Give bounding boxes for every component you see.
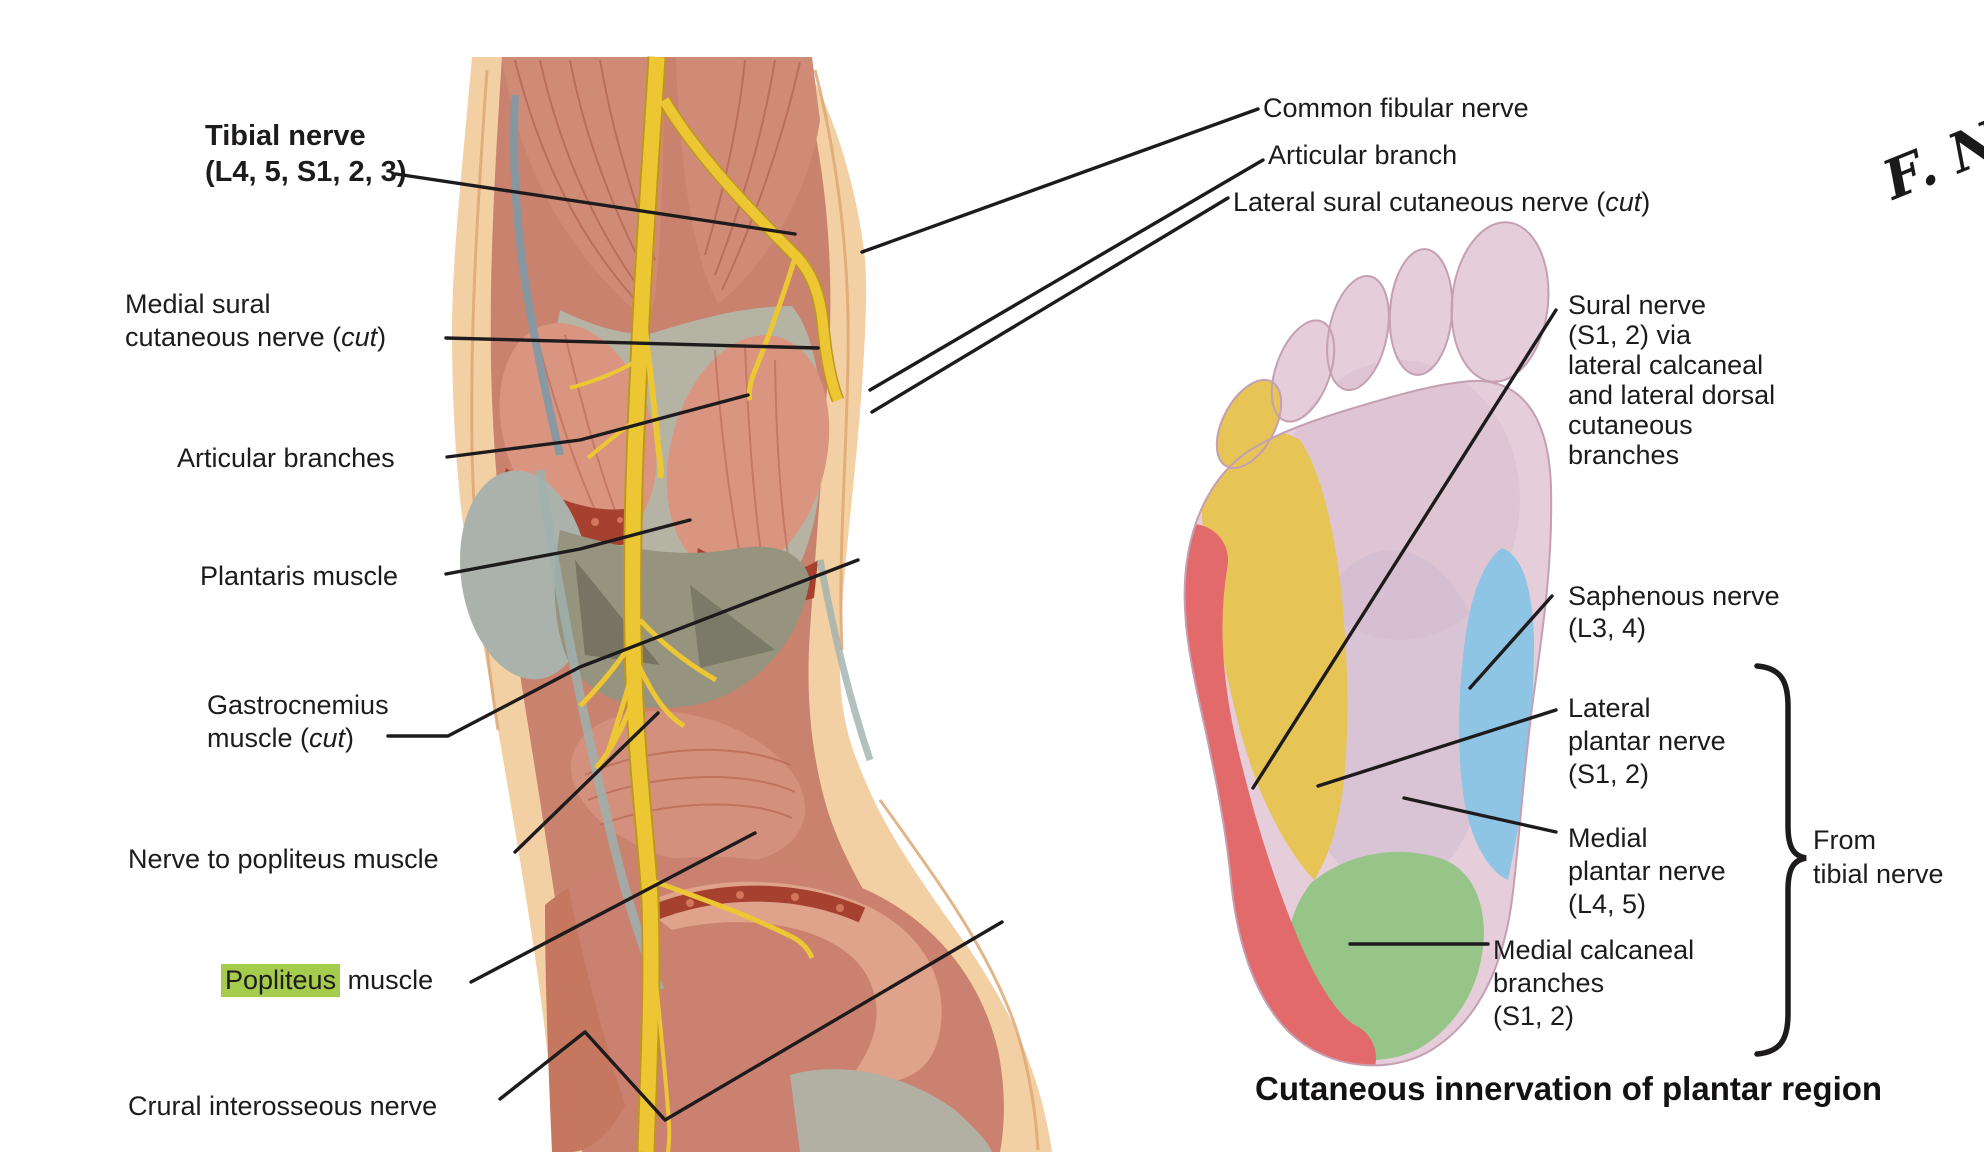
gastrocnemius-fibers <box>539 334 789 561</box>
leader-gastrocnemius <box>386 558 860 738</box>
label-medial-calcaneal: Medial calcaneal branches (S1, 2) <box>1493 934 1694 1033</box>
leader-crural-interosseous <box>498 920 1004 1122</box>
medial-sural-line1: Medial sural <box>125 289 271 319</box>
popliteus-highlighted-term: Popliteus <box>221 964 341 997</box>
articular-branch-text: Articular branch <box>1268 140 1458 170</box>
ball-shading <box>1280 360 1520 640</box>
soleus-roll <box>640 881 942 1083</box>
label-articular-branches: Articular branches <box>177 442 395 475</box>
leg-illustration <box>452 56 1052 1152</box>
gastrocnemius-cut: cut <box>309 723 346 753</box>
popliteus-rest: muscle <box>340 965 434 995</box>
shadow-b <box>690 585 775 668</box>
common-fibular-nerve-shape <box>659 97 843 402</box>
medial-calcaneal-l1: Medial calcaneal <box>1493 935 1695 965</box>
medial-calcaneal-l3: (S1, 2) <box>1493 1001 1575 1031</box>
articular-branches-text: Articular branches <box>177 443 395 473</box>
tibial-line2: (L4, 5, S1, 2, 3) <box>205 156 407 188</box>
leader-saphenous <box>1468 594 1554 690</box>
medial-plantar-l1: Medial <box>1568 823 1648 853</box>
lateral-sural-pre: Lateral sural cutaneous nerve ( <box>1233 187 1606 217</box>
leader-plantaris <box>444 518 692 576</box>
medial-sural-line2: cutaneous nerve ( <box>125 322 342 352</box>
from-tibial-l1: From <box>1813 825 1876 855</box>
leader-articular-branch <box>868 158 1265 392</box>
sural-l5: cutaneous <box>1568 410 1693 440</box>
foot-outline <box>1183 221 1553 1067</box>
leader-lateral-sural <box>870 196 1230 414</box>
leader-medial-sural <box>444 336 820 350</box>
soleus-cut-texture <box>686 891 844 912</box>
sural-l3: lateral calcaneal <box>1568 350 1764 380</box>
crural-text: Crural interosseous nerve <box>128 1091 438 1121</box>
sural-l2: (S1, 2) via <box>1568 320 1692 350</box>
leader-nerve-to-popliteus <box>513 711 660 854</box>
from-tibial-brace <box>1754 663 1807 1057</box>
label-saphenous: Saphenous nerve (L3, 4) <box>1568 580 1780 644</box>
nerve-branches <box>569 257 815 1152</box>
lateral-plantar-l2: plantar nerve <box>1568 726 1726 756</box>
artist-signature: F. Net <box>1872 86 1984 213</box>
medial-sural-close: ) <box>377 322 387 352</box>
label-popliteus: Popliteus muscle <box>221 964 433 997</box>
gastrocnemius-lateral-head <box>666 335 830 575</box>
leader-lateral-plantar <box>1316 708 1558 788</box>
skin-contour-right <box>813 69 850 651</box>
leader-medial-plantar <box>1402 796 1558 834</box>
small-saphenous-vein <box>510 94 564 456</box>
leader-common-fibular <box>860 107 1260 254</box>
nerves <box>569 56 845 1152</box>
label-from-tibial-nerve: From tibial nerve <box>1813 823 1944 891</box>
lateral-plantar-area <box>1201 431 1348 880</box>
sural-l6: branches <box>1568 440 1680 470</box>
label-medial-plantar: Medial plantar nerve (L4, 5) <box>1568 822 1726 921</box>
medial-plantar-l3: (L4, 5) <box>1568 889 1647 919</box>
leader-popliteus <box>469 831 757 984</box>
leader-tibial-nerve <box>394 172 797 236</box>
medial-plantar-l2: plantar nerve <box>1568 856 1726 886</box>
gastrocnemius-line1: Gastrocnemius <box>207 690 389 720</box>
label-nerve-to-popliteus: Nerve to popliteus muscle <box>128 843 439 876</box>
lateral-sural-close: ) <box>1641 187 1651 217</box>
common-fibular-text: Common fibular nerve <box>1263 93 1529 123</box>
saphenous-area <box>1459 548 1534 880</box>
signature-text: F. Net <box>1872 86 1984 213</box>
label-crural-interosseous: Crural interosseous nerve <box>128 1090 437 1123</box>
leader-lines <box>386 107 1558 1122</box>
caption-text: Cutaneous innervation of plantar region <box>1255 1070 1883 1107</box>
gastrocnemius-close: ) <box>345 723 355 753</box>
medial-sural-cut: cut <box>341 322 378 352</box>
lateral-sural-cut: cut <box>1605 187 1642 217</box>
sural-l4: and lateral dorsal <box>1568 380 1776 410</box>
label-sural-nerve: Sural nerve (S1, 2) via lateral calcanea… <box>1568 290 1775 470</box>
label-common-fibular: Common fibular nerve <box>1263 92 1529 125</box>
popliteus-fibers <box>584 748 796 826</box>
skin-contour-lower-right <box>878 799 1040 1151</box>
deep-fascia <box>790 1069 992 1152</box>
label-gastrocnemius: Gastrocnemius muscle (cut) <box>207 689 389 755</box>
tibial-line1: Tibial nerve <box>205 120 366 152</box>
gastrocnemius-line2: muscle ( <box>207 723 310 753</box>
lateral-plantar-l3: (S1, 2) <box>1568 759 1650 789</box>
lateral-plantar-l1: Lateral <box>1568 693 1651 723</box>
from-tibial-l2: tibial nerve <box>1813 859 1944 889</box>
plantaris-text: Plantaris muscle <box>200 561 399 591</box>
sural-l1: Sural nerve <box>1568 290 1707 320</box>
saphenous-l1: Saphenous nerve <box>1568 581 1780 611</box>
label-tibial-nerve: Tibial nerve (L4, 5, S1, 2, 3) <box>205 118 406 190</box>
medial-calcaneal-l2: branches <box>1493 968 1605 998</box>
label-articular-branch: Articular branch <box>1268 139 1457 172</box>
lateral-tendon <box>816 559 874 762</box>
knee-capsule <box>459 470 591 680</box>
label-medial-sural: Medial sural cutaneous nerve (cut) <box>125 288 386 354</box>
label-lateral-plantar: Lateral plantar nerve (S1, 2) <box>1568 692 1726 791</box>
figure-caption: Cutaneous innervation of plantar region <box>1255 1070 1882 1108</box>
leader-sural-nerve <box>1251 308 1558 790</box>
label-plantaris: Plantaris muscle <box>200 560 398 593</box>
nerve-to-popliteus-text: Nerve to popliteus muscle <box>128 844 439 874</box>
label-lateral-sural: Lateral sural cutaneous nerve (cut) <box>1233 186 1650 219</box>
leader-articular-branches <box>445 393 750 459</box>
saphenous-l2: (L3, 4) <box>1568 613 1647 643</box>
